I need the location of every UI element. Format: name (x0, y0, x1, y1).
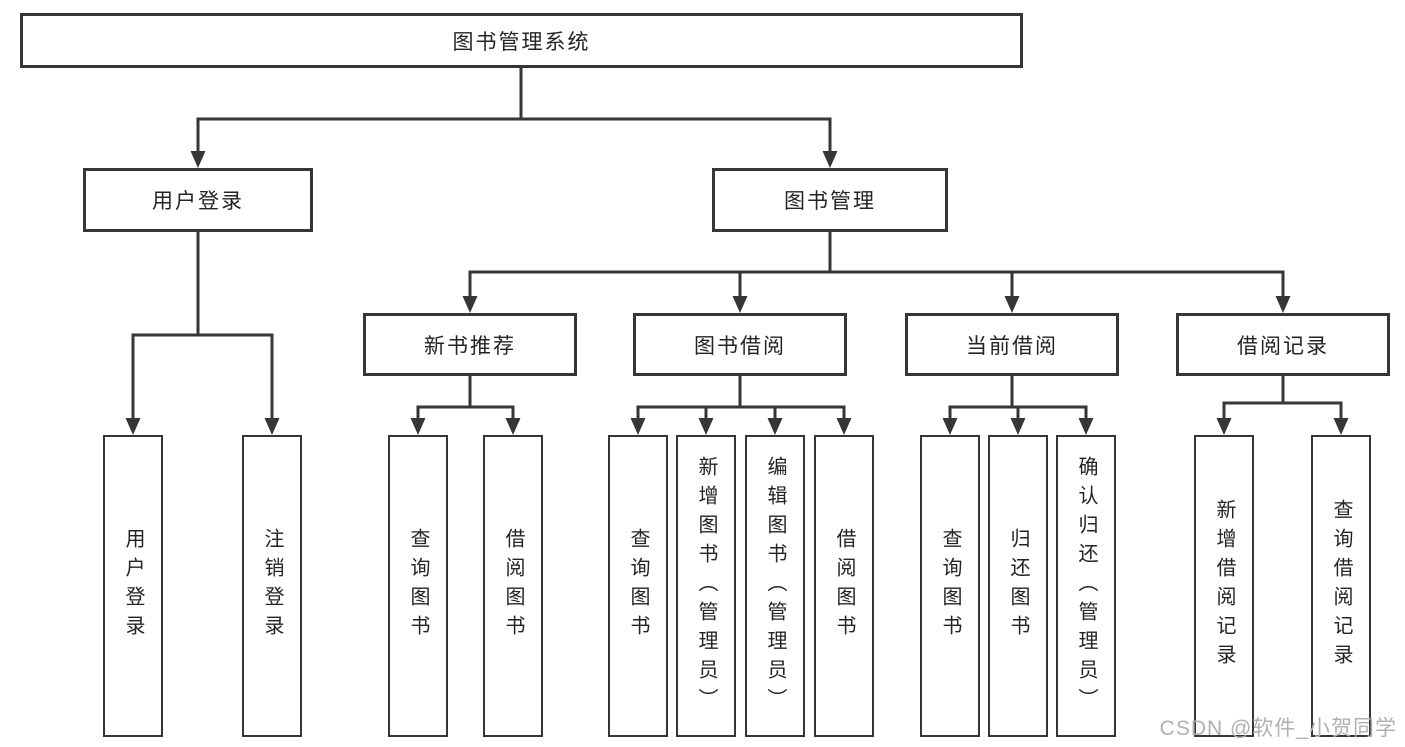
leaf-query-borrow-record: 查询借阅记录 (1311, 435, 1371, 737)
node-book-borrowing: 图书借阅 (633, 313, 847, 376)
leaf-logout-label: 注销登录 (261, 528, 283, 644)
leaf-query-books-recommend: 查询图书 (388, 435, 448, 737)
node-current-borrowing: 当前借阅 (905, 313, 1119, 376)
leaf-edit-books-admin: 编辑图书（管理员） (745, 435, 805, 737)
leaf-query-books-borrowing: 查询图书 (608, 435, 668, 737)
leaf-user-login-label: 用户登录 (122, 528, 144, 644)
node-new-book-recommend: 新书推荐 (363, 313, 577, 376)
csdn-watermark: CSDN @软件_小贺同学 (1159, 717, 1397, 740)
leaf-borrow-books-recommend: 借阅图书 (483, 435, 543, 737)
leaf-add-borrow-record: 新增借阅记录 (1194, 435, 1254, 737)
leaf-return-books: 归还图书 (988, 435, 1048, 737)
leaf-user-login: 用户登录 (103, 435, 163, 737)
node-user-login: 用户登录 (83, 168, 313, 232)
leaf-borrow-books-borrowing: 借阅图书 (814, 435, 874, 737)
node-root: 图书管理系统 (20, 13, 1023, 68)
node-borrowing-records: 借阅记录 (1176, 313, 1390, 376)
leaf-confirm-return-admin: 确认归还（管理员） (1056, 435, 1116, 737)
leaf-add-books-admin: 新增图书（管理员） (676, 435, 736, 737)
leaf-logout: 注销登录 (242, 435, 302, 737)
node-book-management: 图书管理 (712, 168, 948, 232)
leaf-query-books-current: 查询图书 (920, 435, 980, 737)
